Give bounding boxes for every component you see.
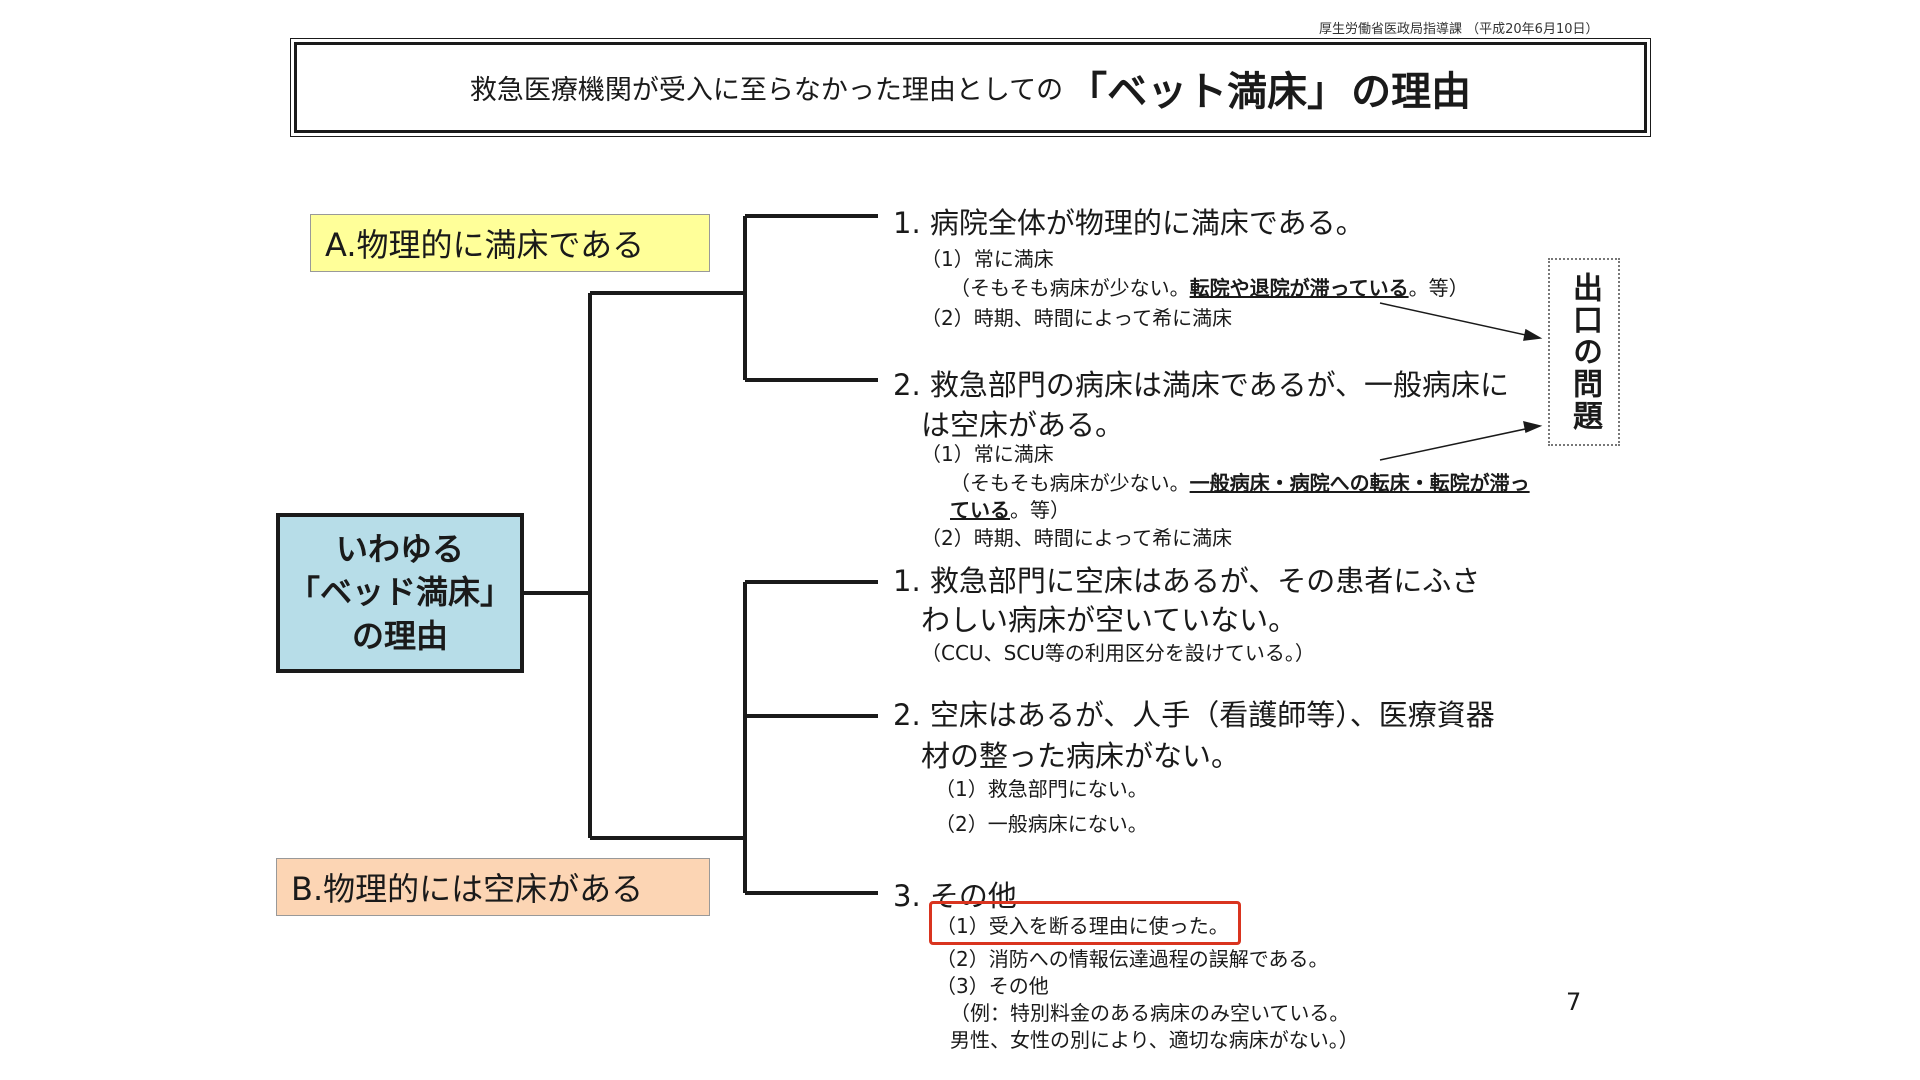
- b3-sub3-note-line1: （例：特別料金のある病床のみ空いている。: [950, 1001, 1350, 1025]
- b3-sub3: （3）その他: [936, 974, 1049, 998]
- b1-note: （CCU、SCU等の利用区分を設けている。）: [921, 641, 1315, 665]
- b1-heading-line1: 1. 救急部門に空床はあるが、その患者にふさ: [893, 564, 1481, 598]
- category-b-label: B.物理的には空床がある: [276, 858, 710, 916]
- title-main: 救急医療機関が受入に至らなかった理由としての: [469, 75, 1064, 106]
- a1-note-post: 。等）: [1408, 276, 1469, 300]
- b2-heading-line1: 2. 空床はあるが、人手（看護師等）、医療資器: [893, 698, 1495, 732]
- a2-sub1-note-line2: ている。等）: [950, 494, 1070, 523]
- a1-sub1-note: （そもそも病床が少ない。転院や退院が滞っている。等）: [950, 272, 1469, 301]
- a1-note-underlined: 転院や退院が滞っている: [1189, 276, 1409, 300]
- title-box: 救急医療機関が受入に至らなかった理由としての「ベット満床」の理由: [290, 38, 1651, 137]
- category-a-label: A.物理的に満床である: [310, 214, 710, 272]
- root-line-3: の理由: [351, 616, 448, 655]
- b2-sub1: （1）救急部門にない。: [935, 777, 1148, 801]
- root-box: いわゆる 「ベッド満床」 の理由: [276, 513, 524, 673]
- root-line-2: 「ベッド満床」: [287, 573, 512, 612]
- arrowhead-a2: [1523, 420, 1543, 434]
- a2-note-underlined-2: ている: [950, 498, 1010, 522]
- b3-sub1: （1）受入を断る理由に使った。: [936, 914, 1229, 938]
- b3-sub2: （2）消防への情報伝達過程の誤解である。: [936, 947, 1329, 971]
- a2-heading-line2: は空床がある。: [921, 408, 1125, 442]
- a1-sub2: （2）時期、時間によって希に満床: [921, 306, 1233, 330]
- b1-heading-line2: わしい病床が空いていない。: [921, 603, 1298, 637]
- a2-note-post: 。等）: [1010, 498, 1070, 522]
- b2-heading-line2: 材の整った病床がない。: [921, 739, 1241, 773]
- a1-note-pre: （そもそも病床が少ない。: [950, 276, 1190, 300]
- b3-sub3-note-line2: 男性、女性の別により、適切な病床がない。）: [950, 1028, 1359, 1052]
- a2-sub2: （2）時期、時間によって希に満床: [921, 526, 1233, 550]
- arrow-a1-to-exit: [1379, 302, 1531, 337]
- b3-heading: 3. その他: [893, 879, 1017, 913]
- a2-sub1: （1）常に満床: [921, 442, 1054, 466]
- b2-sub2: （2）一般病床にない。: [935, 812, 1148, 836]
- a2-heading-line1: 2. 救急部門の病床は満床であるが、一般病床に: [893, 368, 1510, 402]
- source-note: 厚生労働省医政局指導課 （平成20年6月10日）: [1319, 22, 1599, 37]
- a1-heading: 1. 病院全体が物理的に満床である。: [893, 206, 1365, 240]
- a1-sub1: （1）常に満床: [921, 247, 1054, 271]
- highlight-box: [929, 901, 1241, 945]
- page-number: 7: [1566, 988, 1582, 1016]
- a2-note-pre: （そもそも病床が少ない。: [950, 471, 1190, 495]
- root-line-1: いわゆる: [335, 530, 464, 569]
- a2-sub1-note-line1: （そもそも病床が少ない。一般病床・病院への転床・転院が滞っ: [950, 467, 1530, 496]
- a2-note-underlined-1: 一般病床・病院への転床・転院が滞っ: [1189, 471, 1530, 495]
- arrow-a2-to-exit: [1379, 427, 1531, 461]
- arrowhead-a1: [1523, 328, 1543, 341]
- title-tail: の理由: [1351, 68, 1472, 115]
- exit-problem-box: 出口の問題: [1548, 258, 1620, 446]
- title-emphasis: 「ベット満床」: [1067, 68, 1348, 115]
